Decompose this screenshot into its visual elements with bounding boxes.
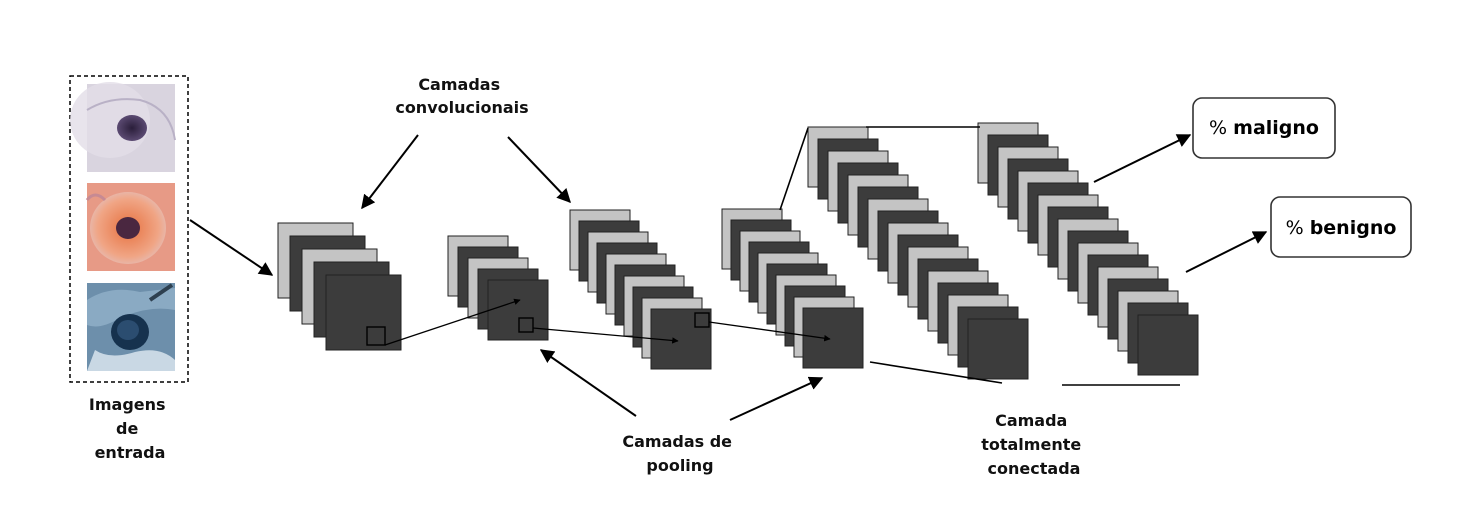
kernel-square-1 bbox=[366, 326, 386, 346]
input-label-line-3: entrada bbox=[95, 443, 166, 462]
benigno-percent: % bbox=[1286, 217, 1304, 239]
conv-label-line-1: Camadas bbox=[418, 75, 500, 94]
pool-label: Camadas de pooling bbox=[622, 432, 737, 475]
connector-line-1 bbox=[384, 298, 521, 346]
pool-stack-2 bbox=[721, 208, 864, 369]
arrow-conv-label-right bbox=[507, 136, 571, 204]
projection-line-bottom bbox=[869, 361, 1003, 384]
maligno-label: maligno bbox=[1233, 117, 1319, 139]
fc-label: Camada totalmente conectada bbox=[981, 411, 1087, 478]
output-benigno: % benigno bbox=[1270, 196, 1412, 258]
fc-label-line-3: conectada bbox=[988, 459, 1081, 478]
fc-label-line-2: totalmente bbox=[981, 435, 1081, 454]
conv-label-line-2: convolucionais bbox=[395, 98, 528, 117]
cell-image-1 bbox=[70, 82, 176, 172]
projection-line-top bbox=[779, 127, 809, 211]
benigno-label: benigno bbox=[1310, 217, 1397, 239]
arrow-to-benigno bbox=[1185, 231, 1268, 273]
arrow-pool-label-left bbox=[539, 349, 637, 417]
fc-stack-2 bbox=[977, 122, 1199, 376]
arrow-conv-label-left bbox=[361, 134, 419, 210]
pool-stack-1 bbox=[447, 235, 549, 341]
input-label-line-2: de bbox=[116, 419, 138, 438]
cell-image-3 bbox=[87, 283, 175, 371]
feature-map bbox=[802, 307, 864, 369]
feature-map bbox=[967, 318, 1029, 380]
conv-label: Camadas convolucionais bbox=[395, 75, 528, 117]
output-maligno: % maligno bbox=[1192, 97, 1336, 159]
pool-label-line-2: pooling bbox=[646, 456, 713, 475]
maligno-percent: % bbox=[1209, 117, 1227, 139]
svg-text:% benigno: % benigno bbox=[1286, 217, 1397, 239]
svg-text:% maligno: % maligno bbox=[1209, 117, 1319, 139]
input-label: Imagens de entrada bbox=[89, 395, 171, 462]
input-label-line-1: Imagens bbox=[89, 395, 166, 414]
pool-label-line-1: Camadas de bbox=[622, 432, 732, 451]
kernel-square-3 bbox=[694, 312, 710, 328]
feature-map-stacks bbox=[277, 122, 1199, 380]
conv-stack-2 bbox=[569, 209, 712, 370]
cell-image-2 bbox=[85, 183, 175, 271]
feature-map bbox=[325, 274, 402, 351]
feature-map bbox=[1137, 314, 1199, 376]
connector-line-3 bbox=[708, 321, 831, 342]
feature-map bbox=[487, 279, 549, 341]
connector-line-2 bbox=[532, 327, 679, 344]
arrow-input-to-conv bbox=[189, 219, 274, 276]
fc-label-line-1: Camada bbox=[995, 411, 1067, 430]
kernel-square-2 bbox=[518, 317, 534, 333]
arrow-to-maligno bbox=[1093, 134, 1192, 183]
fc-stack-1 bbox=[807, 126, 1029, 380]
input-images-panel bbox=[69, 75, 189, 383]
arrow-pool-label-right bbox=[729, 376, 824, 421]
conv-stack-1 bbox=[277, 222, 402, 351]
